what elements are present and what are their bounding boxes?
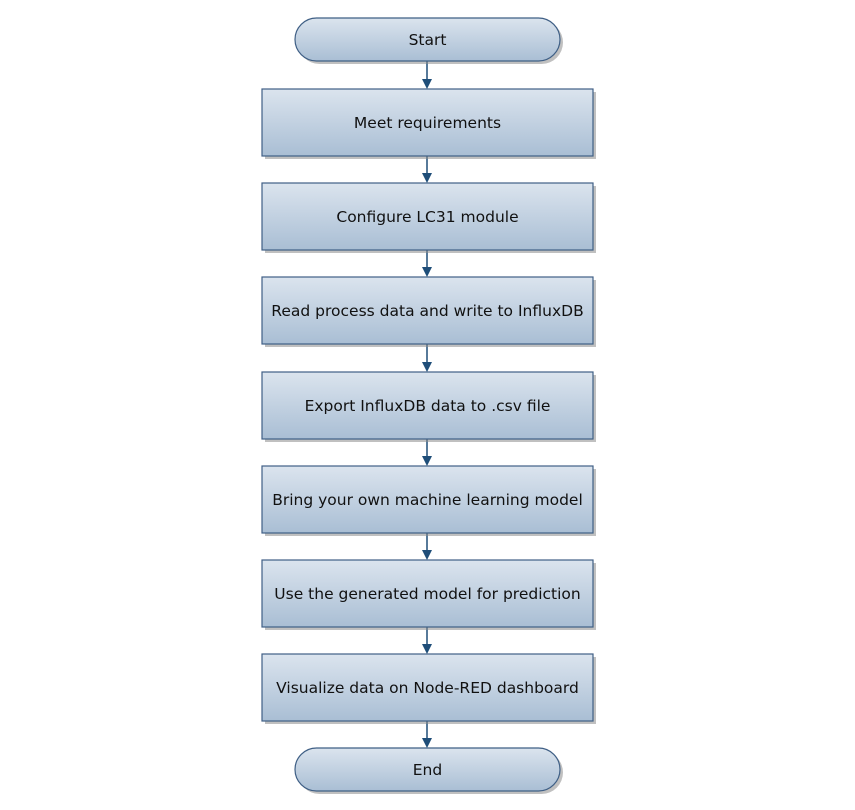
process-box: [261, 371, 594, 440]
process-box: [261, 182, 594, 251]
process-box: [261, 88, 594, 157]
end-terminator: End: [294, 747, 563, 794]
process-step-export-influxdb-data-to-csv-file: Export InfluxDB data to .csv file: [261, 371, 596, 442]
connector-arrow: [422, 533, 432, 560]
process-step-visualize-data-on-node-red-dashboard: Visualize data on Node-RED dashboard: [261, 653, 596, 724]
arrowhead-icon: [422, 550, 432, 560]
arrowhead-icon: [422, 79, 432, 89]
node-label: End: [413, 761, 442, 779]
node-label: Read process data and write to InfluxDB: [271, 302, 583, 320]
arrowhead-icon: [422, 644, 432, 654]
connector-arrow: [422, 344, 432, 372]
process-step-meet-requirements: Meet requirements: [261, 88, 596, 159]
node-label: Meet requirements: [354, 114, 501, 132]
connector-arrow: [422, 156, 432, 183]
process-box: [261, 465, 594, 534]
arrowhead-icon: [422, 173, 432, 183]
connector-arrow: [422, 61, 432, 89]
connectors-layer: [422, 61, 432, 748]
process-box: [261, 276, 594, 345]
arrowhead-icon: [422, 362, 432, 372]
node-label: Bring your own machine learning model: [272, 491, 583, 509]
process-step-read-process-data-and-write-to-influxdb: Read process data and write to InfluxDB: [261, 276, 596, 347]
arrowhead-icon: [422, 456, 432, 466]
start-terminator: Start: [294, 17, 563, 64]
connector-arrow: [422, 250, 432, 277]
terminator-shape: [294, 17, 561, 62]
connector-arrow: [422, 721, 432, 748]
process-step-configure-lc31-module: Configure LC31 module: [261, 182, 596, 253]
process-step-bring-your-own-machine-learning-model: Bring your own machine learning model: [261, 465, 596, 536]
node-label: Export InfluxDB data to .csv file: [305, 397, 551, 415]
terminator-shape: [294, 747, 561, 792]
connector-arrow: [422, 627, 432, 654]
process-step-use-the-generated-model-for-prediction: Use the generated model for prediction: [261, 559, 596, 630]
node-label: Start: [409, 31, 447, 49]
process-box: [261, 559, 594, 628]
process-box: [261, 653, 594, 722]
arrowhead-icon: [422, 738, 432, 748]
node-label: Visualize data on Node-RED dashboard: [276, 679, 579, 697]
node-label: Configure LC31 module: [336, 208, 518, 226]
node-label: Use the generated model for prediction: [274, 585, 580, 603]
connector-arrow: [422, 439, 432, 466]
arrowhead-icon: [422, 267, 432, 277]
